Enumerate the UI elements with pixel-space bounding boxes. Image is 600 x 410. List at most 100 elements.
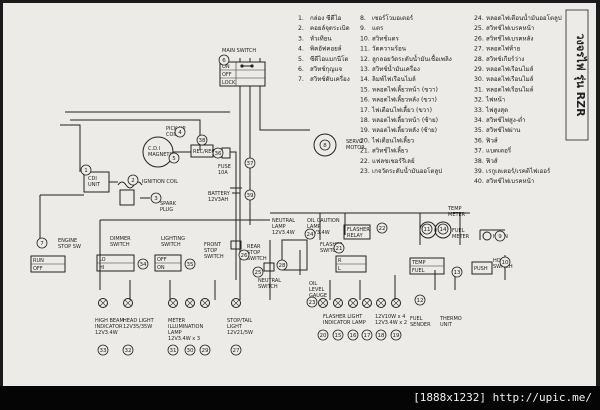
callout-number: 19 — [393, 333, 400, 339]
callout-circle — [174, 126, 186, 138]
legend-label: หลอดไฟเรือนไมล์ — [486, 85, 534, 93]
legend-number: 23. — [360, 168, 370, 175]
callout-number: 10 — [502, 260, 509, 266]
horn-push: PUSH — [474, 266, 488, 272]
callout-number: 28 — [279, 263, 286, 269]
callout-number: 18 — [378, 333, 385, 339]
callout-number: 8 — [323, 143, 327, 149]
legend-number: 17. — [360, 107, 370, 114]
dimmer-lo: LO — [99, 257, 106, 263]
callout-number: 36 — [215, 151, 222, 157]
legend-label: ไฟหน้า — [485, 96, 505, 104]
callout-circle — [196, 134, 208, 146]
callout-circle — [127, 174, 139, 186]
callout-number: 7 — [40, 241, 44, 247]
callout-circle — [244, 157, 256, 169]
legend-label: แตร — [372, 25, 384, 32]
callout-number: 33 — [100, 348, 107, 354]
callout-number: 39 — [247, 193, 254, 199]
side-title: วงจรไฟ รุ่น RZR — [565, 9, 589, 141]
legend-label: ไฟเตือนไฟเลี้ยว (ขวา) — [371, 105, 432, 114]
callout-circle — [414, 294, 426, 306]
callout-number: 2 — [131, 178, 135, 184]
legend-label: วัดความร้อน — [372, 45, 407, 53]
callout-number: 16 — [350, 333, 357, 339]
legend-number: 26. — [474, 35, 484, 42]
legend-number: 20. — [360, 137, 370, 144]
legend-label: หลอดไฟเรือนไมล์ — [486, 65, 534, 73]
legend-label: เกจวัดระดับน้ำมันออโตลูป — [372, 166, 442, 175]
legend-label: ลูกลอยวัดระดับน้ำมันเชื้อเพลิง — [372, 54, 452, 63]
callout-number: 17 — [364, 333, 371, 339]
callout-circle — [437, 223, 449, 235]
callout-circle — [97, 344, 109, 356]
legend-number: 6. — [298, 66, 304, 73]
legend-number: 19. — [360, 127, 370, 134]
callout-number: 30 — [187, 348, 194, 354]
legend-label: กล่อง ซีดีไอ — [310, 14, 342, 22]
legend-number: 1. — [298, 15, 304, 22]
callout-number: 13 — [454, 270, 461, 276]
legend-label: แบตเตอรี่ — [486, 147, 512, 155]
callout-number: 32 — [125, 348, 132, 354]
callout-number: 9 — [498, 234, 502, 240]
legend-number: 37. — [474, 148, 484, 155]
legend-label: หลอดไฟเลี้ยวหลัง (ขวา) — [372, 95, 437, 104]
legend-number: 33. — [474, 107, 484, 114]
callout-circle — [199, 344, 211, 356]
legend-number: 12. — [360, 56, 370, 63]
legend-label: สวิทช์ดับเครื่อง — [310, 75, 350, 83]
callout-circle — [122, 344, 134, 356]
flasher-l: L — [338, 266, 341, 272]
callout-number: 11 — [424, 227, 431, 233]
legend-number: 11. — [360, 46, 370, 53]
callout-circle — [332, 329, 344, 341]
footer-text: [1888x1232] http://upic.me/ — [413, 391, 592, 404]
legend-number: 39. — [474, 168, 484, 175]
callout-circle — [244, 189, 256, 201]
legend-number: 7. — [298, 76, 304, 83]
legend-label: สวิทช์ไฟเบรคหน้า — [486, 24, 534, 32]
legend-label: สวิทช์ไฟสูง-ต่ำ — [486, 116, 526, 124]
callout-circle — [494, 230, 506, 242]
legend-number: 3. — [298, 35, 304, 42]
legend-label: สวิทช์ไฟเลี้ยว — [372, 146, 408, 155]
rec-reg-label: REC/REG — [193, 149, 215, 155]
legend-column-1: 1.กล่อง ซีดีไอ2.คอยล์จุดระเบิด3.หัวเทียน… — [298, 14, 350, 83]
lighting-on: ON — [157, 265, 165, 271]
lamp-bulb — [362, 298, 372, 308]
callout-circle — [421, 223, 433, 235]
legend-label: หลอดไฟเลี้ยวหน้า (ซ้าย) — [372, 115, 438, 124]
meter-temp: TEMP — [411, 260, 426, 266]
main-switch-off: OFF — [222, 72, 232, 78]
callout-circle — [390, 329, 402, 341]
callout-number: 5 — [172, 156, 176, 162]
horn-group: HORN PUSH HORNSWITCH — [471, 231, 513, 275]
callout-circle — [150, 192, 162, 204]
legend-number: 16. — [360, 97, 370, 104]
legend-number: 34. — [474, 117, 484, 124]
legend-label: สวิทช์น้ำมันเครื่อง — [372, 64, 420, 73]
legend-number: 28. — [474, 56, 484, 63]
callout-number: 25 — [255, 270, 262, 276]
lamp-bulb — [98, 298, 108, 308]
legend-label: ลิมพ์ไฟเรือนไมล์ — [372, 75, 416, 83]
legend-label: หลอดไฟเลี้ยวหลัง (ซ้าย) — [372, 125, 437, 134]
callout-circle — [218, 54, 230, 66]
callout-circle — [499, 256, 511, 268]
callout-circle — [304, 228, 316, 240]
